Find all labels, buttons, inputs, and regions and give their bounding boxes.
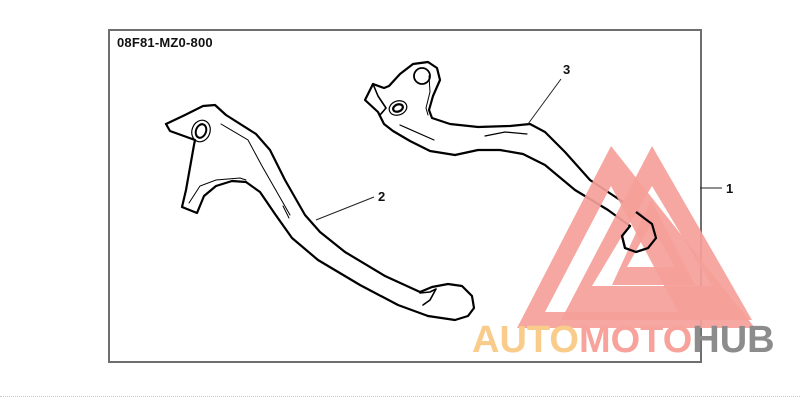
lever-2-outline bbox=[164, 103, 476, 322]
leader-3 bbox=[527, 78, 562, 125]
callout-1: 1 bbox=[726, 181, 734, 196]
diagram-frame bbox=[108, 29, 702, 363]
callout-3: 3 bbox=[563, 62, 571, 77]
part-number-label: 08F81-MZ0-800 bbox=[117, 35, 213, 50]
lever-2-details bbox=[188, 119, 291, 219]
watermark-moto: MOTO bbox=[578, 319, 693, 361]
watermark-logo-triangles bbox=[517, 146, 755, 328]
watermark-wordmark: AUTOMOTOHUB bbox=[472, 320, 775, 360]
leader-2 bbox=[315, 196, 375, 221]
bottom-divider bbox=[0, 396, 800, 397]
watermark-auto: AUTO bbox=[472, 319, 579, 361]
lever-3-details bbox=[388, 67, 528, 141]
watermark-hub: HUB bbox=[692, 319, 775, 361]
callout-2: 2 bbox=[378, 189, 386, 204]
leader-lines bbox=[315, 78, 722, 221]
